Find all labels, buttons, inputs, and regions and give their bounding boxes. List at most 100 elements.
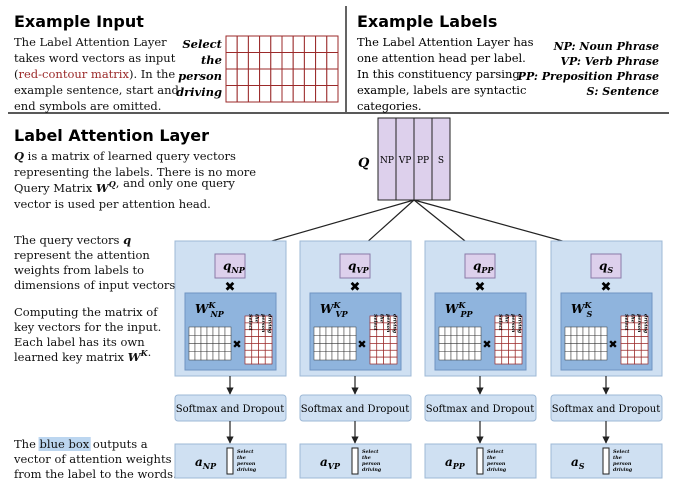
query-vector-box xyxy=(339,253,371,279)
key-weight-cell xyxy=(218,343,226,352)
key-weight-cell xyxy=(349,335,357,344)
output-word: the xyxy=(487,455,496,461)
key-weight-cell xyxy=(313,343,321,352)
input-matrix-cell xyxy=(501,329,509,337)
key-weight-cell xyxy=(343,326,351,336)
multiply-icon: ✖ xyxy=(350,280,361,295)
input-matrix-cell xyxy=(251,343,259,351)
multiply-icon: ✖ xyxy=(357,338,366,351)
output-word: driving xyxy=(362,467,382,473)
input-matrix-cell xyxy=(315,85,328,103)
input-matrix-cell xyxy=(383,343,391,351)
example-input-text-line: end symbols are omitted. xyxy=(14,99,161,113)
key-weight-cell xyxy=(194,351,202,361)
key-weight-cell xyxy=(438,351,446,361)
key-weight-cell xyxy=(188,351,196,361)
key-desc-segment: Computing the matrix of xyxy=(14,305,158,319)
multiply-icon: ✖ xyxy=(608,338,617,351)
mini-sentence-word: driving xyxy=(267,314,273,334)
key-weight-cell xyxy=(206,335,214,344)
key-weight-cell xyxy=(319,343,327,352)
output-desc-line: vector of attention weights xyxy=(13,452,172,466)
input-matrix-cell xyxy=(264,343,273,351)
input-matrix-cell xyxy=(369,336,378,344)
key-weight-cell xyxy=(224,351,232,361)
query-vector-box xyxy=(590,253,622,279)
input-matrix-cell xyxy=(315,35,328,53)
key-weight-cell xyxy=(570,326,578,336)
input-matrix-cell xyxy=(640,349,649,358)
input-matrix-cell xyxy=(389,349,398,358)
attention-weight-vector xyxy=(351,447,359,475)
input-matrix-cell xyxy=(376,349,384,358)
q-desc-segment: Query Matrix xyxy=(14,181,96,195)
input-matrix-cell xyxy=(281,52,294,70)
input-matrix-cell xyxy=(620,329,629,337)
key-weight-cell xyxy=(337,343,345,352)
key-weight-cell xyxy=(188,326,196,336)
input-matrix-cell xyxy=(494,329,503,337)
multiply-icon: ✖ xyxy=(225,280,236,295)
input-matrix-cell xyxy=(634,349,642,358)
key-weight-cell xyxy=(474,335,482,344)
softmax-dropout-label: Softmax and Dropout xyxy=(552,404,661,415)
input-matrix-cell xyxy=(508,336,516,344)
sentence-word: the xyxy=(201,53,222,67)
key-weight-cell xyxy=(600,343,608,352)
key-weight-cell xyxy=(456,343,464,352)
input-matrix-cell xyxy=(369,343,378,351)
key-desc-line: Computing the matrix of xyxy=(14,305,158,319)
input-matrix-cell xyxy=(244,356,253,365)
mini-sentence-word: driving xyxy=(392,314,398,334)
output-word: person xyxy=(613,461,632,467)
key-weight-cell xyxy=(576,335,584,344)
example-input-text-segment: takes word vectors as input xyxy=(14,51,176,65)
input-matrix-cell xyxy=(627,356,635,365)
input-matrix-cell xyxy=(281,85,294,103)
q-column-label: PP xyxy=(417,156,429,166)
example-input-text-segment: end symbols are omitted. xyxy=(14,99,161,113)
output-desc-segment: blue box xyxy=(40,437,90,451)
key-weight-cell xyxy=(313,335,321,344)
example-labels-text: categories. xyxy=(357,99,422,113)
input-matrix-cell xyxy=(247,68,261,86)
sentence-word: driving xyxy=(176,85,222,99)
input-matrix-cell xyxy=(225,68,238,86)
example-input-text-line: (red-contour matrix). In the xyxy=(14,67,175,81)
attention-weight-vector xyxy=(226,447,234,475)
key-weight-cell xyxy=(588,343,596,352)
key-weight-cell xyxy=(331,343,339,352)
output-desc-segment: The xyxy=(14,437,40,451)
q-desc-segment: , and only one query xyxy=(116,176,236,190)
output-word: the xyxy=(362,455,371,461)
input-matrix-cell xyxy=(376,336,384,344)
input-matrix-cell xyxy=(369,329,378,337)
input-matrix-cell xyxy=(244,343,253,351)
key-weight-cell xyxy=(218,326,226,336)
query-vector-box xyxy=(214,253,246,279)
input-matrix-cell xyxy=(292,35,305,53)
output-word: driving xyxy=(487,467,507,473)
input-matrix-cell xyxy=(259,35,272,53)
q-desc-line: vector is used per attention head. xyxy=(13,197,211,211)
key-weight-cell xyxy=(438,343,446,352)
key-weight-cell xyxy=(450,343,458,352)
key-weight-cell xyxy=(224,335,232,344)
input-matrix-cell xyxy=(247,85,261,103)
example-labels-text: one attention head per label. xyxy=(357,51,526,65)
output-word: Select xyxy=(237,449,254,455)
sentence-word: Select xyxy=(182,37,222,51)
key-desc-line: key vectors for the input. xyxy=(14,320,161,334)
q-matrix-label: Q xyxy=(358,156,370,171)
key-desc-segment: learned key matrix xyxy=(14,350,128,364)
mini-sentence-word: Select xyxy=(372,314,378,331)
q-desc-segment: Q xyxy=(14,149,24,163)
key-weight-cell xyxy=(212,343,220,352)
input-matrix-cell xyxy=(292,52,305,70)
key-desc-segment: . xyxy=(148,345,152,359)
key-weight-cell xyxy=(325,335,333,344)
key-weight-cell xyxy=(462,326,470,336)
